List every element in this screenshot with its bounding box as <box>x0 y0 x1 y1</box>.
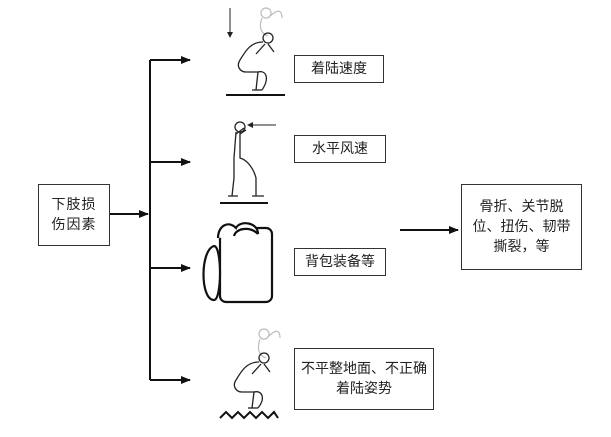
factor-label-uneven-ground: 不平整地面、不正确着陆姿势 <box>301 360 427 397</box>
connectors <box>110 56 459 384</box>
factor-box-backpack: 背包装备等 <box>294 248 386 276</box>
factor-label-wind-speed: 水平风速 <box>312 140 368 157</box>
outcome-box: 骨折、关节脱位、扭伤、韧带撕裂，等 <box>461 184 582 270</box>
jumper-wind-icon <box>220 121 276 204</box>
factor-label-backpack: 背包装备等 <box>305 253 375 270</box>
root-factor-label: 下肢损伤因素 <box>51 196 97 233</box>
root-factor-box: 下肢损伤因素 <box>38 184 110 246</box>
factor-box-landing-speed: 着陆速度 <box>294 55 384 83</box>
jumper-uneven-ground-icon <box>219 328 281 420</box>
factor-box-wind-speed: 水平风速 <box>294 135 386 163</box>
factor-box-uneven-ground: 不平整地面、不正确着陆姿势 <box>294 348 434 410</box>
jumper-landing-speed-icon <box>226 7 285 96</box>
outcome-label: 骨折、关节脱位、扭伤、韧带撕裂，等 <box>472 198 571 256</box>
backpack-equipment-icon <box>202 222 274 304</box>
factor-label-landing-speed: 着陆速度 <box>311 60 367 77</box>
